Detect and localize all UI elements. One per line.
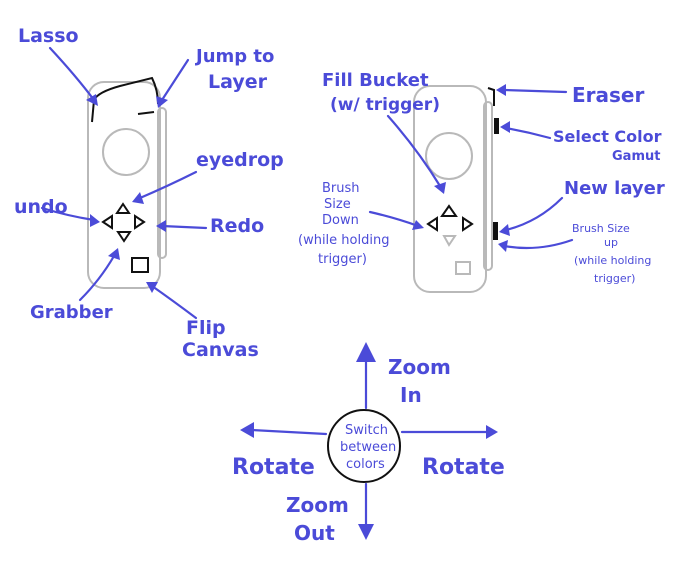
- eyedrop-up-button: [115, 202, 131, 214]
- jump-to-layer-button: [137, 111, 155, 115]
- zoom-in-arrow: [356, 342, 376, 362]
- brush-size-down-left-button: [426, 216, 438, 232]
- new-layer-label: New layer: [564, 178, 665, 199]
- grabber-down-button: [116, 231, 132, 243]
- left-analog-stick: [102, 128, 150, 176]
- brush-size-down-label-line1: Brush: [322, 181, 360, 196]
- right-controller-rail: [483, 101, 493, 271]
- left-controller-rail: [157, 107, 167, 259]
- right-controller-body: [413, 85, 487, 293]
- select-color-gamut-label-line1: Select Color: [553, 127, 662, 146]
- brush-size-up-label-line3: (while holding: [574, 254, 651, 267]
- zoom-in-label-line1: Zoom: [388, 355, 451, 379]
- brush-size-down-label-line4: (while holding: [298, 233, 389, 248]
- new-layer-button: [493, 222, 498, 240]
- undo-label: undo: [14, 196, 68, 218]
- brush-size-up-label-line2: up: [604, 236, 618, 249]
- rotate-right-label: Rotate: [422, 455, 505, 480]
- rotate-left-arrow: [240, 422, 254, 438]
- fill-bucket-up-button: [440, 204, 458, 217]
- flip-canvas-button: [131, 257, 149, 273]
- right-analog-stick: [425, 132, 473, 180]
- flip-canvas-label-line2: Canvas: [182, 339, 259, 361]
- jump-to-layer-label-line1: Jump to: [194, 46, 274, 67]
- redo-label: Redo: [210, 215, 264, 237]
- zoom-out-label-line1: Zoom: [286, 493, 349, 517]
- lasso-shoulder-button: [91, 76, 159, 123]
- brush-size-down-label-line5: trigger): [318, 252, 367, 267]
- stick-center-circle: [327, 409, 401, 483]
- right-arrows: [368, 84, 574, 252]
- right-down-button: [442, 235, 457, 247]
- right-extra-button: [455, 261, 471, 275]
- brush-size-down-label-line3: Down: [322, 213, 359, 228]
- stick-diagram: [240, 342, 498, 540]
- fill-bucket-label-line2: (w/ trigger): [330, 95, 440, 115]
- brush-size-up-label-line1: Brush Size: [572, 222, 630, 235]
- grabber-label: Grabber: [30, 302, 113, 323]
- fill-bucket-label-line1: Fill Bucket: [322, 70, 429, 91]
- brush-size-up-right-button: [462, 216, 474, 232]
- rotate-right-arrow: [486, 425, 498, 439]
- left-arrows: [40, 46, 208, 320]
- brush-size-down-label-line2: Size: [324, 197, 351, 212]
- zoom-out-label-line2: Out: [294, 521, 335, 545]
- right-controller: [413, 85, 499, 293]
- switch-colors-label-line3: colors: [346, 457, 385, 472]
- flip-canvas-label-line1: Flip: [186, 317, 226, 339]
- eyedrop-label: eyedrop: [196, 149, 284, 171]
- left-controller: [87, 76, 167, 289]
- rotate-left-label: Rotate: [232, 455, 315, 480]
- redo-right-button: [134, 214, 146, 230]
- jump-to-layer-label-line2: Layer: [208, 71, 268, 93]
- lasso-label: Lasso: [18, 25, 79, 47]
- left-controller-body: [87, 81, 161, 289]
- switch-colors-label-line2: between: [340, 440, 396, 455]
- select-color-gamut-button: [494, 118, 499, 134]
- zoom-out-arrow: [358, 524, 374, 540]
- eraser-label: Eraser: [572, 83, 644, 107]
- zoom-in-label-line2: In: [400, 383, 422, 407]
- undo-left-button: [101, 214, 113, 230]
- select-color-gamut-label-line2: Gamut: [612, 149, 660, 164]
- eraser-shoulder-button: [487, 87, 495, 106]
- switch-colors-label-line1: Switch: [345, 423, 388, 438]
- brush-size-up-label-line4: trigger): [594, 272, 635, 285]
